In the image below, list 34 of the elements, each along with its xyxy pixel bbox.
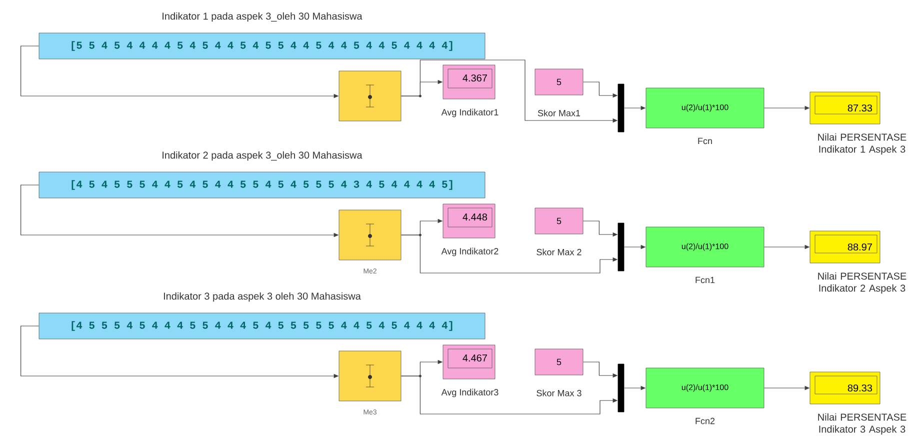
display-block: 4.467 (442, 344, 496, 380)
constant-block: [5 5 4 5 4 4 4 4 5 4 5 4 4 5 4 5 5 4 4 5 4 4 5 4 4 5 4 4 4 4] (38, 32, 486, 60)
display-block: 89.33 (810, 372, 880, 404)
block-name: Fcn1 (696, 276, 715, 284)
constant-block: 5 (534, 348, 584, 376)
block-name: Nilai PERSENTASE Indikator 3 Aspek 3 (818, 413, 906, 435)
function-block: u(2)/u(1)*100 (646, 88, 764, 128)
block-name: Skor Max1 (538, 110, 580, 116)
display-block: 4.448 (442, 204, 496, 238)
display-block: 88.97 (810, 230, 880, 264)
constant-block: [4 5 5 5 4 5 4 4 4 5 5 4 4 4 5 4 5 5 5 5 5 4 4 5 4 5 4 4 4 4] (38, 312, 486, 340)
block-name: Nilai PERSENTASE Indikator 2 Aspek 3 (818, 272, 906, 294)
block-title: Indikator 2 pada aspek 3_oleh 30 Mahasiswa (162, 151, 362, 161)
block-name: Skor Max 3 (536, 390, 582, 396)
mux-bar (618, 364, 624, 412)
constant-block: [4 5 4 5 5 5 4 4 5 4 5 4 4 5 5 4 5 4 5 5 5 4 3 4 5 4 4 4 4 5] (38, 172, 486, 198)
block-name: Fcn (698, 138, 712, 144)
mean-block (338, 70, 402, 122)
display-block: 4.367 (442, 64, 496, 100)
block-name: Nilai PERSENTASE Indikator 1 Aspek 3 (818, 133, 906, 155)
display-block: 87.33 (810, 92, 880, 124)
block-title: Indikator 3 pada aspek 3 oleh 30 Mahasiswa (164, 292, 361, 302)
block-name: Avg Indikator1 (441, 108, 498, 118)
constant-block: 5 (534, 68, 584, 96)
function-block: u(2)/u(1)*100 (646, 226, 764, 268)
block-title: Indikator 1 pada aspek 3_oleh 30 Mahasiswa (162, 12, 362, 22)
block-name: Fcn2 (696, 418, 715, 424)
block-name: Skor Max 2 (536, 248, 582, 256)
mux-bar (618, 222, 624, 272)
block-name: Avg Indikator3 (441, 388, 498, 398)
mux-bar (618, 84, 624, 132)
block-name: Avg Indikator2 (441, 248, 498, 256)
function-block: u(2)/u(1)*100 (646, 368, 764, 408)
constant-block: 5 (534, 208, 584, 234)
